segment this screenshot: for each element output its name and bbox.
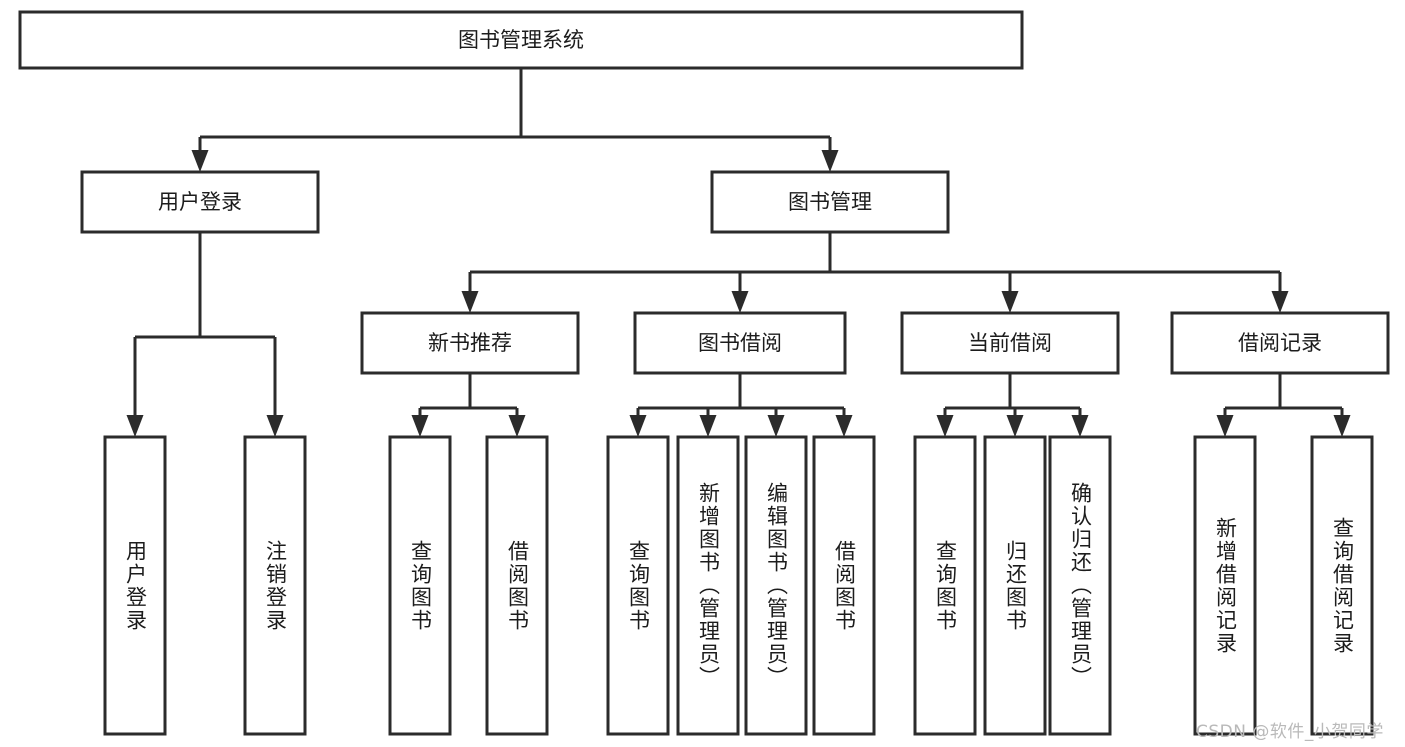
- leaf-node-11[interactable]: [1193, 435, 1257, 736]
- level2-node-2-label: 当前借阅: [968, 331, 1052, 355]
- leaf-node-5[interactable]: [676, 435, 740, 736]
- leaf-node-4[interactable]: [606, 435, 670, 736]
- leaf-node-4-box[interactable]: [606, 435, 670, 736]
- level2-node-3[interactable]: 借阅记录: [1170, 311, 1390, 375]
- level2-node-2[interactable]: 当前借阅: [900, 311, 1120, 375]
- leaf-node-12-box[interactable]: [1310, 435, 1374, 736]
- watermark-text: CSDN @软件_小贺同学: [1196, 722, 1384, 742]
- leaf-node-10[interactable]: [1048, 435, 1112, 736]
- leaf-node-1[interactable]: [243, 435, 307, 736]
- leaf-node-7[interactable]: [812, 435, 876, 736]
- leaf-node-5-box[interactable]: [676, 435, 740, 736]
- leaf-node-0[interactable]: [103, 435, 167, 736]
- connector-group: [191, 68, 839, 172]
- leaf-node-7-box[interactable]: [812, 435, 876, 736]
- leaf-node-9-box[interactable]: [983, 435, 1047, 736]
- connector-group: [629, 373, 853, 437]
- leaf-node-0-box[interactable]: [103, 435, 167, 736]
- root-node-book-management-system-box[interactable]: [18, 10, 1024, 70]
- leaf-node-9[interactable]: [983, 435, 1047, 736]
- leaf-node-1-box[interactable]: [243, 435, 307, 736]
- leaf-node-11-box[interactable]: [1193, 435, 1257, 736]
- connector-group: [411, 373, 526, 437]
- root-node-book-management-system-label: 图书管理系统: [458, 28, 584, 52]
- level1-node-1-box[interactable]: [710, 170, 950, 234]
- leaf-node-8-box[interactable]: [913, 435, 977, 736]
- leaf-node-3[interactable]: [485, 435, 549, 736]
- leaf-node-3-box[interactable]: [485, 435, 549, 736]
- leaf-node-6-box[interactable]: [744, 435, 808, 736]
- leaf-node-8[interactable]: [913, 435, 977, 736]
- level1-node-0-label: 用户登录: [158, 190, 242, 214]
- level2-node-3-label: 借阅记录: [1238, 331, 1322, 355]
- level1-node-1-label: 图书管理: [788, 190, 872, 214]
- leaf-node-2-box[interactable]: [388, 435, 452, 736]
- connector-group: [1216, 373, 1351, 437]
- connector-group: [126, 232, 284, 437]
- level2-node-0-box[interactable]: [360, 311, 580, 375]
- level2-node-1[interactable]: 图书借阅: [633, 311, 847, 375]
- leaf-node-10-box[interactable]: [1048, 435, 1112, 736]
- level2-node-0[interactable]: 新书推荐: [360, 311, 580, 375]
- level1-node-1[interactable]: 图书管理: [710, 170, 950, 234]
- level2-node-3-box[interactable]: [1170, 311, 1390, 375]
- level2-node-1-box[interactable]: [633, 311, 847, 375]
- level2-node-0-label: 新书推荐: [428, 331, 512, 355]
- leaf-node-6[interactable]: [744, 435, 808, 736]
- connector-group: [936, 373, 1089, 437]
- level2-node-1-label: 图书借阅: [698, 331, 782, 355]
- level1-node-0[interactable]: 用户登录: [80, 170, 320, 234]
- root-node-book-management-system[interactable]: 图书管理系统: [18, 10, 1024, 70]
- level1-node-0-box[interactable]: [80, 170, 320, 234]
- leaf-node-2[interactable]: [388, 435, 452, 736]
- leaf-node-12[interactable]: [1310, 435, 1374, 736]
- level2-node-2-box[interactable]: [900, 311, 1120, 375]
- connector-group: [461, 232, 1289, 313]
- connector-layer: [126, 68, 1351, 437]
